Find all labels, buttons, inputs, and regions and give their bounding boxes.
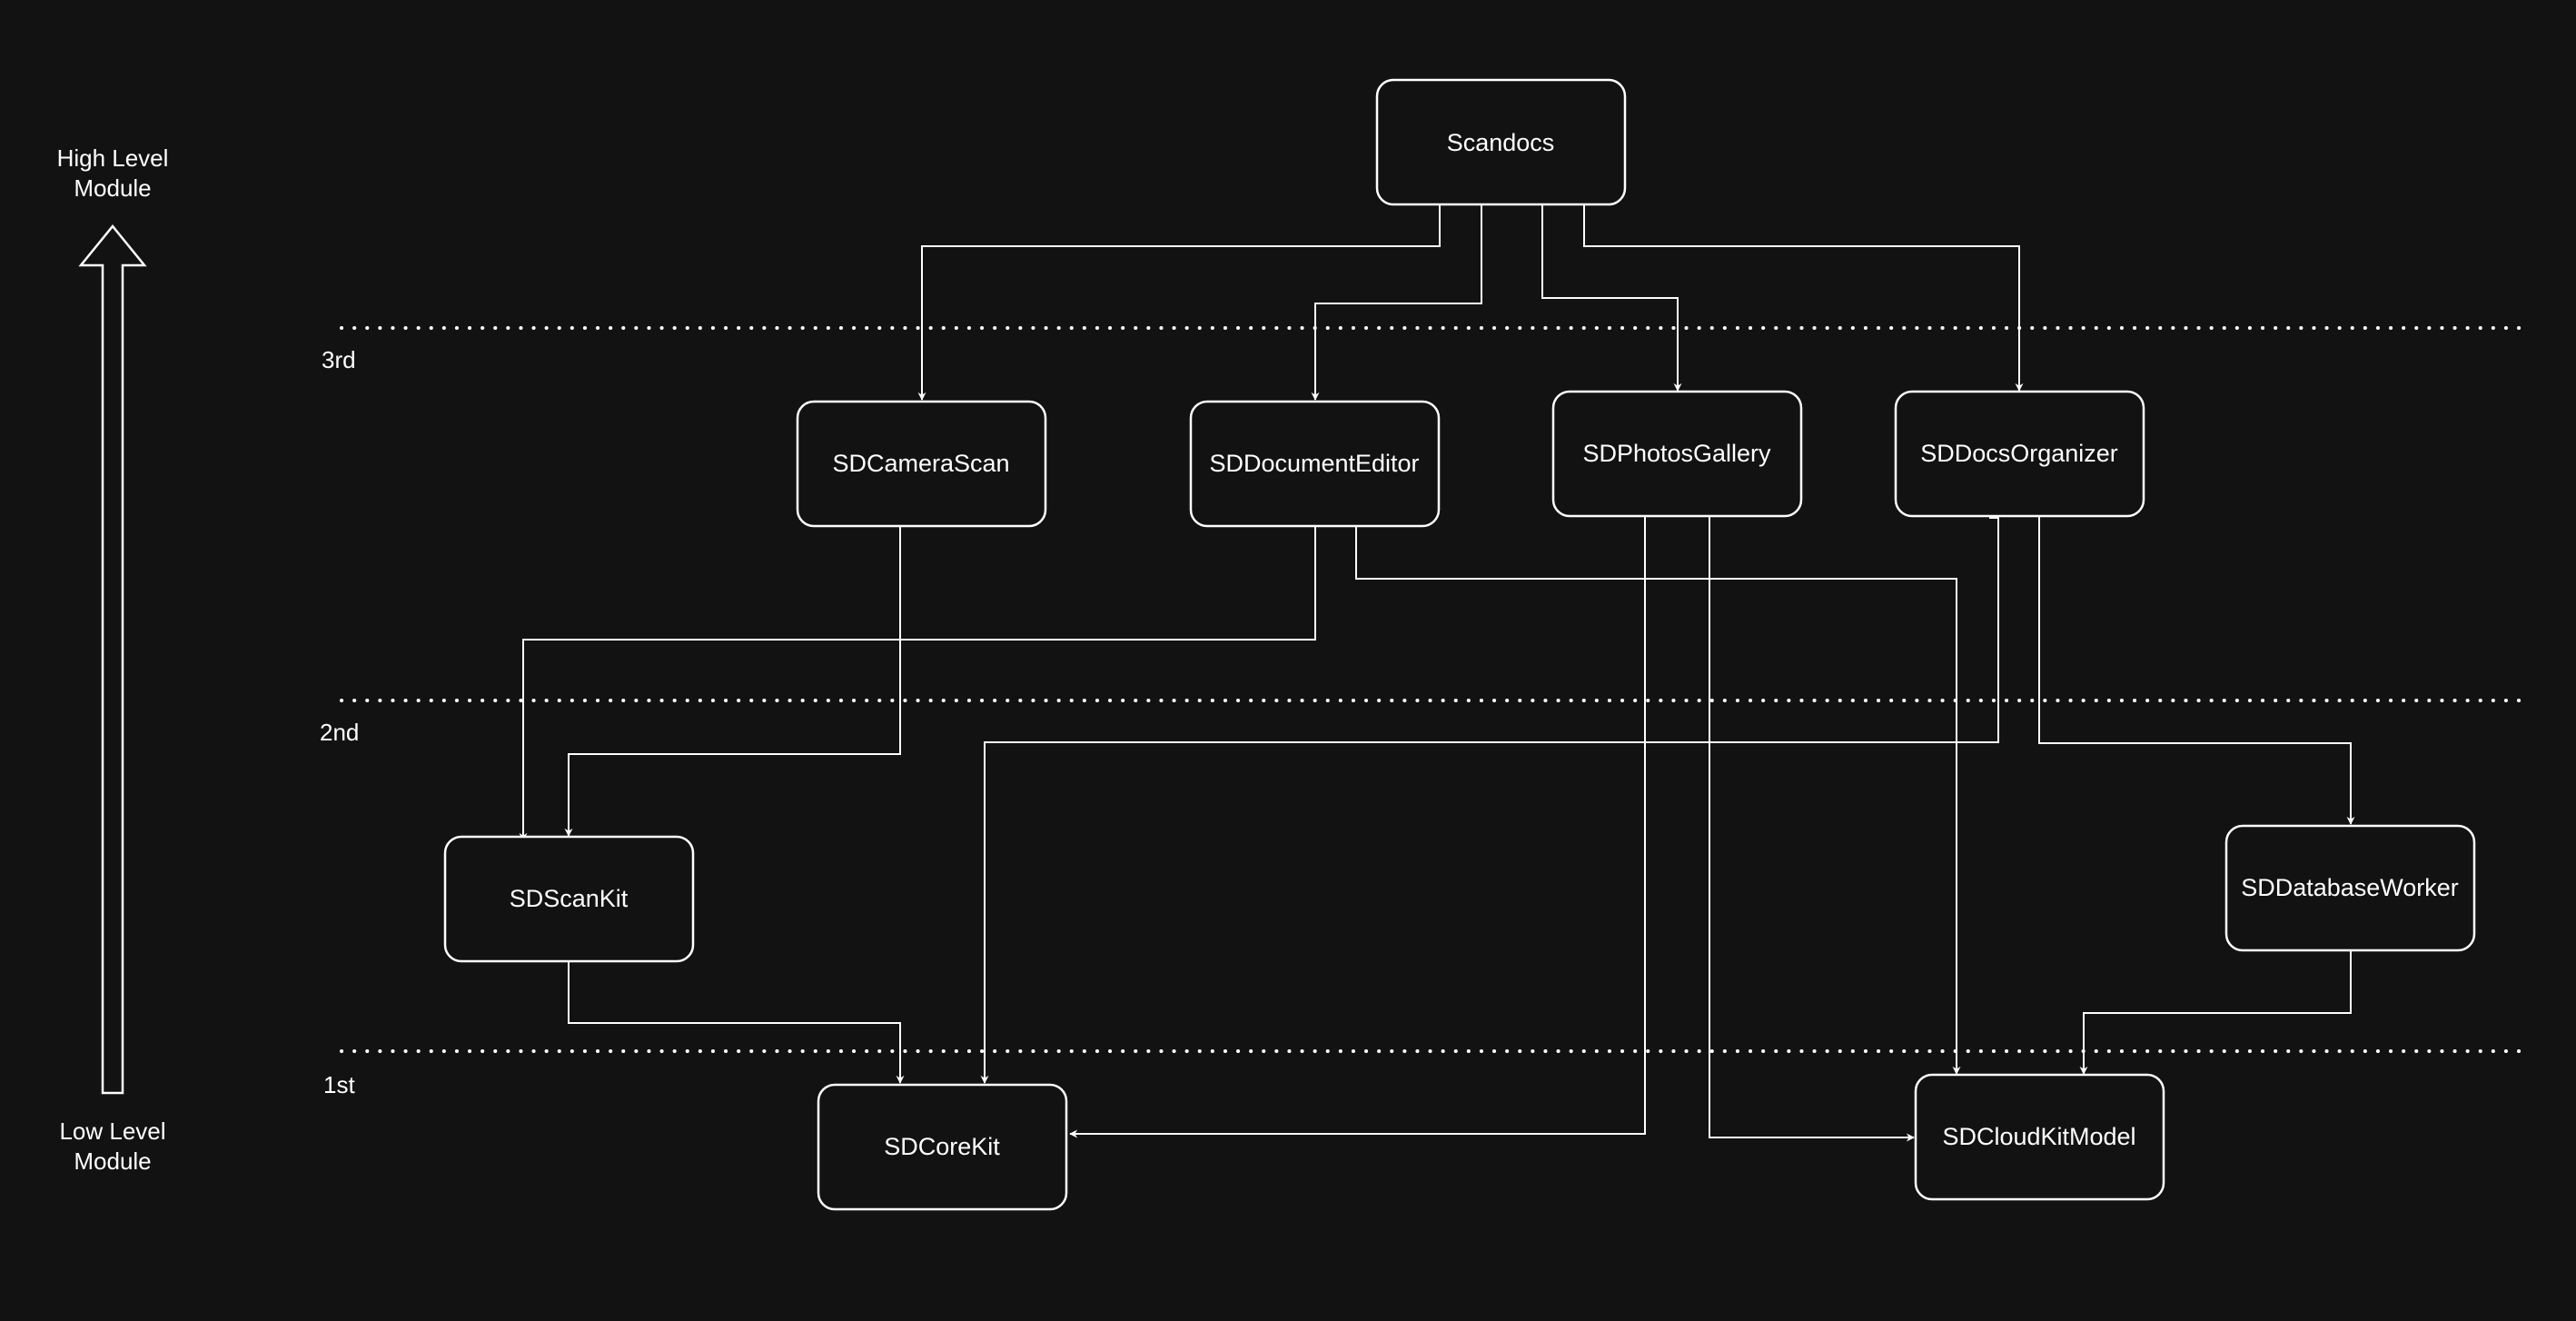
- edge-scankit-corekit: [568, 960, 905, 1084]
- node-sddocsorganizer[interactable]: SDDocsOrganizer: [1894, 390, 2145, 518]
- edge-scandocs-gallery: [1541, 204, 1682, 392]
- node-label: SDDocumentEditor: [1209, 450, 1419, 477]
- node-sddocumenteditor[interactable]: SDDocumentEditor: [1189, 400, 1441, 528]
- edge-dbworker-cloudkit: [2079, 950, 2352, 1075]
- node-label: SDDatabaseWorker: [2241, 874, 2459, 901]
- level-label-1st: 1st: [323, 1071, 355, 1098]
- node-scandocs[interactable]: Scandocs: [1375, 78, 1627, 206]
- edge-scandocs-editor: [1311, 204, 1482, 401]
- node-sdcorekit[interactable]: SDCoreKit: [817, 1083, 1068, 1211]
- node-label: SDPhotosGallery: [1582, 440, 1771, 467]
- edge-gallery-cloudkit: [1709, 516, 1915, 1142]
- module-nodes: Scandocs SDCameraScan SDDocumentEditor S…: [443, 78, 2476, 1211]
- axis-bottom-label-line2: Module: [74, 1147, 151, 1175]
- node-sdcloudkitmodel[interactable]: SDCloudKitModel: [1914, 1073, 2165, 1201]
- axis-top-label-line2: Module: [74, 174, 151, 202]
- edge-scandocs-organizer: [1583, 204, 2024, 392]
- node-sdphotosgallery[interactable]: SDPhotosGallery: [1551, 390, 1803, 518]
- node-sddatabaseworker[interactable]: SDDatabaseWorker: [2224, 824, 2476, 952]
- level-label-3rd: 3rd: [322, 346, 356, 373]
- up-arrow-icon: [78, 224, 147, 1095]
- axis-top-label-line1: High Level: [57, 144, 169, 172]
- edge-organizer-dbworker: [2038, 516, 2355, 825]
- edge-editor-scankit: [519, 527, 1316, 841]
- node-sdscankit[interactable]: SDScanKit: [443, 835, 695, 963]
- level-label-2nd: 2nd: [320, 719, 359, 746]
- node-label: SDCoreKit: [884, 1133, 1000, 1160]
- node-label: SDDocsOrganizer: [1920, 440, 2118, 467]
- node-label: SDCameraScan: [832, 450, 1009, 477]
- edge-camera-scankit: [564, 527, 901, 837]
- level-axis: High Level Module Low Level Module: [57, 144, 169, 1175]
- level-dividers: 3rd 2nd 1st: [320, 326, 2522, 1098]
- dependency-edges: [519, 204, 2355, 1142]
- edge-scandocs-camera: [917, 204, 1441, 401]
- edge-gallery-corekit: [1069, 516, 1646, 1138]
- edge-editor-cloudkit: [1355, 527, 1961, 1075]
- node-label: SDScanKit: [510, 885, 629, 912]
- node-label: SDCloudKitModel: [1942, 1123, 2135, 1150]
- axis-bottom-label-line1: Low Level: [59, 1117, 165, 1145]
- node-label: Scandocs: [1447, 129, 1555, 156]
- node-sdcamerascan[interactable]: SDCameraScan: [796, 400, 1047, 528]
- edge-organizer-corekit: [980, 517, 1999, 1084]
